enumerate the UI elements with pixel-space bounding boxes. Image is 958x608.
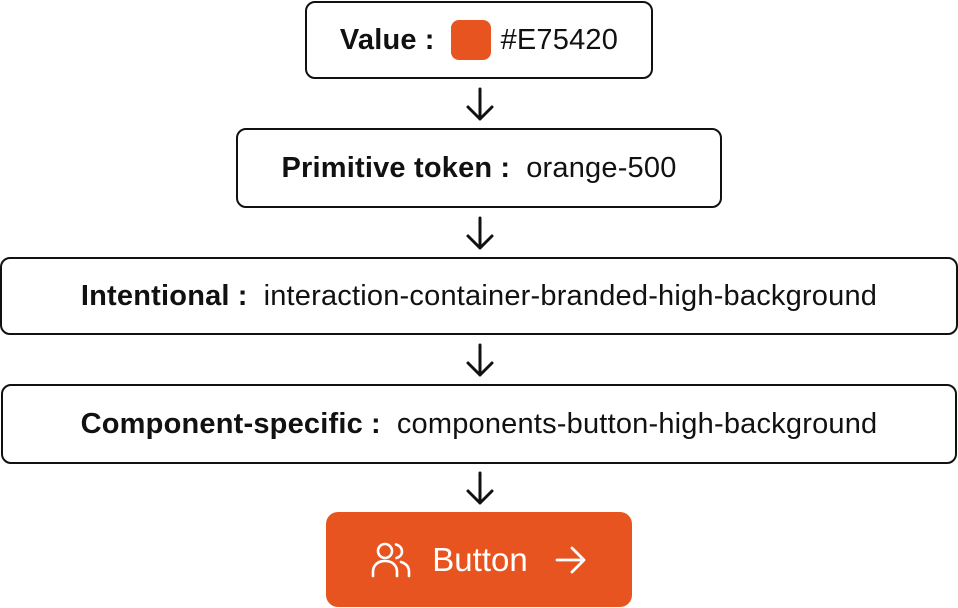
primitive-token-box: Primitive token : orange-500: [236, 128, 722, 208]
intentional-value: interaction-container-branded-high-backg…: [263, 279, 878, 312]
primitive-token-value: orange-500: [526, 151, 677, 184]
value-hex: #E75420: [500, 23, 619, 56]
intentional-label: Intentional: [80, 279, 230, 312]
value-separator: :: [424, 23, 435, 56]
primitive-token-label: Primitive token: [281, 151, 493, 184]
arrow-down-icon: [466, 87, 494, 121]
value-box: Value : #E75420: [305, 1, 653, 79]
value-label: Value: [339, 23, 417, 56]
color-swatch: [450, 20, 491, 60]
component-specific-box: Component-specific : components-button-h…: [1, 384, 957, 464]
arrow-down-icon: [466, 343, 494, 377]
button-label: Button: [432, 540, 528, 578]
branded-button[interactable]: Button: [326, 512, 632, 607]
arrow-right-icon: [555, 546, 586, 573]
component-specific-label: Component-specific: [80, 407, 363, 440]
component-specific-separator: :: [370, 407, 381, 440]
users-icon: [371, 542, 411, 577]
arrow-down-icon: [466, 216, 494, 250]
intentional-box: Intentional : interaction-container-bran…: [0, 257, 958, 335]
primitive-token-separator: :: [500, 151, 511, 184]
component-specific-value: components-button-high-background: [396, 407, 878, 440]
intentional-separator: :: [237, 279, 248, 312]
arrow-down-icon: [466, 471, 494, 505]
